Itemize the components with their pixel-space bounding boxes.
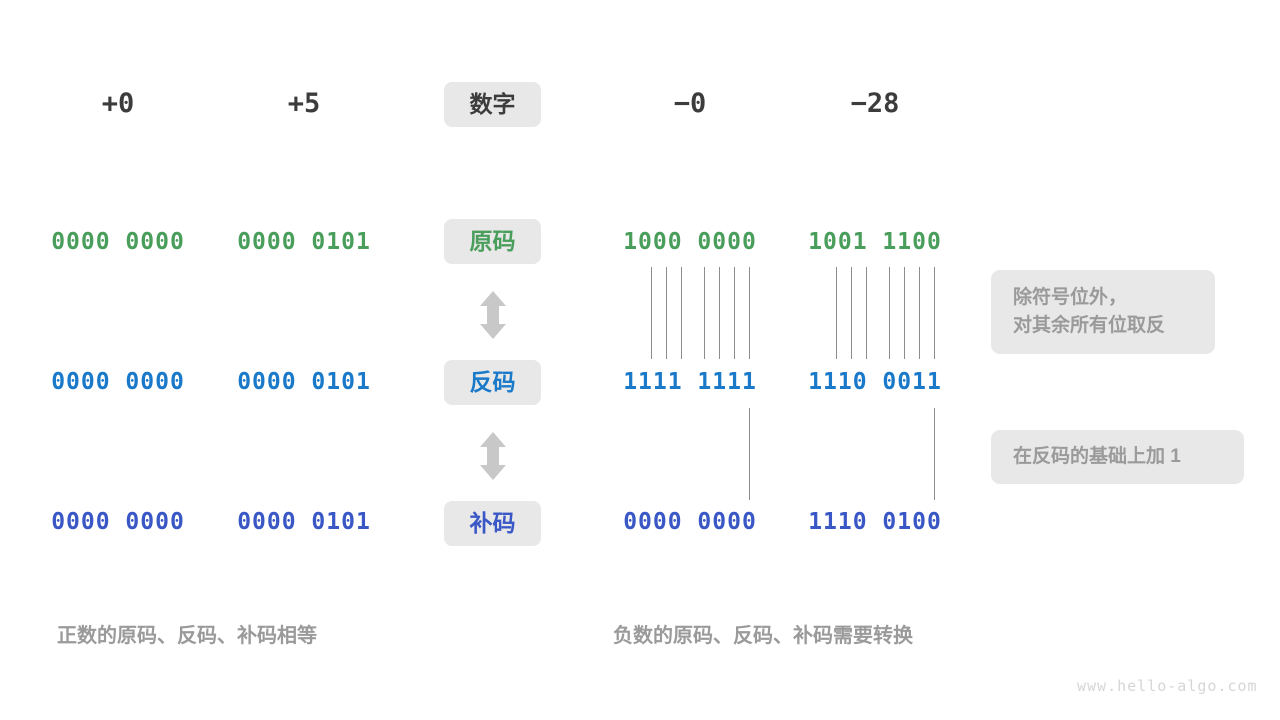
row-badge-twos-complement: 补码 xyxy=(444,501,541,546)
connector-line xyxy=(919,267,920,359)
row-badge-ones-complement: 反码 xyxy=(444,360,541,405)
cell-sign-magnitude-plus5: 0000 0101 xyxy=(237,229,371,255)
row-badge-sign-magnitude: 原码 xyxy=(444,219,541,264)
cell-sign-magnitude-plus0: 0000 0000 xyxy=(51,229,185,255)
note-invert-bits-line1: 除符号位外， xyxy=(1013,287,1128,308)
column-header-minus28: −28 xyxy=(850,88,900,119)
note-invert-bits-line2: 对其余所有位取反 xyxy=(1013,315,1166,336)
cell-ones-complement-minus0: 1111 1111 xyxy=(623,369,757,395)
column-header-number-badge: 数字 xyxy=(444,82,541,127)
transform-arrow-ones-to-twos xyxy=(478,432,508,485)
cell-sign-magnitude-minus0: 1000 0000 xyxy=(623,229,757,255)
cell-twos-complement-minus0: 0000 0000 xyxy=(623,509,757,535)
cell-sign-magnitude-minus28: 1001 1100 xyxy=(808,229,942,255)
connector-line xyxy=(934,408,935,500)
connector-line xyxy=(651,267,652,359)
caption-positive: 正数的原码、反码、补码相等 xyxy=(57,625,317,647)
connector-line xyxy=(904,267,905,359)
connector-line xyxy=(934,267,935,359)
cell-ones-complement-plus0: 0000 0000 xyxy=(51,369,185,395)
connector-line xyxy=(734,267,735,359)
connector-line xyxy=(749,267,750,359)
note-invert-bits: 除符号位外， 对其余所有位取反 xyxy=(991,270,1215,354)
cell-twos-complement-plus5: 0000 0101 xyxy=(237,509,371,535)
column-header-plus0: +0 xyxy=(101,88,135,119)
cell-twos-complement-plus0: 0000 0000 xyxy=(51,509,185,535)
cell-ones-complement-plus5: 0000 0101 xyxy=(237,369,371,395)
watermark: www.hello-algo.com xyxy=(1077,677,1258,695)
connector-line xyxy=(704,267,705,359)
transform-arrow-sign-to-ones xyxy=(478,291,508,344)
connector-line xyxy=(749,408,750,500)
cell-ones-complement-minus28: 1110 0011 xyxy=(808,369,942,395)
column-header-plus5: +5 xyxy=(287,88,321,119)
note-add-one: 在反码的基础上加 1 xyxy=(991,430,1244,484)
connector-line xyxy=(889,267,890,359)
connector-line xyxy=(851,267,852,359)
caption-negative: 负数的原码、反码、补码需要转换 xyxy=(613,625,913,647)
connector-line xyxy=(866,267,867,359)
connector-line xyxy=(681,267,682,359)
connector-line xyxy=(719,267,720,359)
connector-line xyxy=(836,267,837,359)
connector-line xyxy=(666,267,667,359)
cell-twos-complement-minus28: 1110 0100 xyxy=(808,509,942,535)
column-header-minus0: −0 xyxy=(673,88,707,119)
